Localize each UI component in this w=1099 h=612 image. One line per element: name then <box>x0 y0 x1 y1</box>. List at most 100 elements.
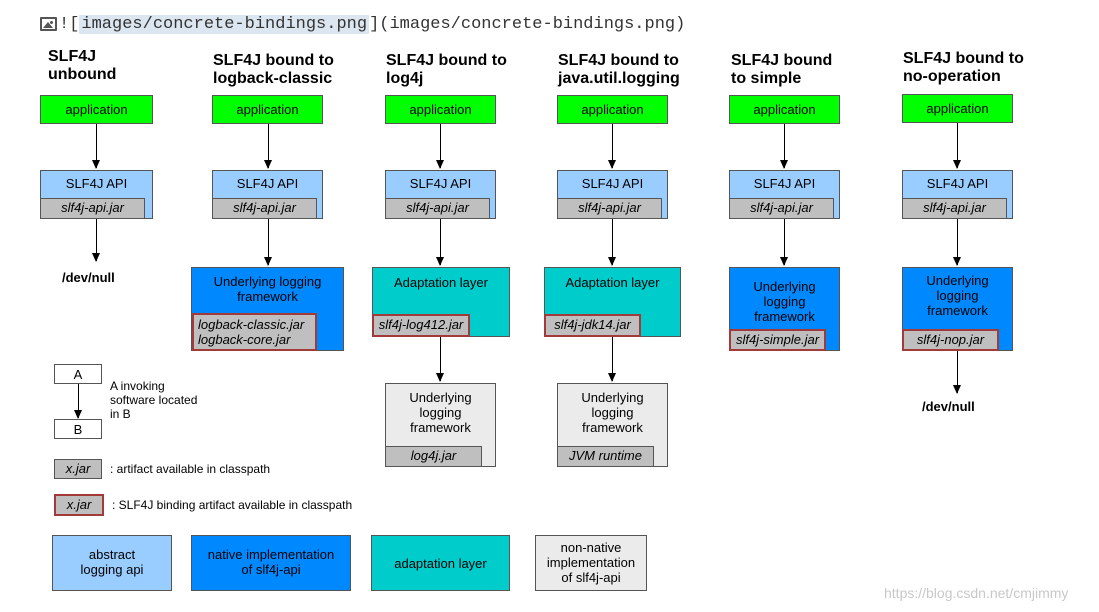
arrow <box>264 219 272 266</box>
framework-line: framework <box>582 420 643 435</box>
framework-line: Underlying <box>409 390 472 405</box>
framework-line: logging <box>763 294 806 309</box>
arrow <box>436 337 444 382</box>
legend-line: non-native <box>560 540 622 555</box>
title-line: SLF4J bound to <box>558 52 679 69</box>
title-line: SLF4J bound <box>731 52 833 69</box>
legend-binding-jar: x.jar <box>54 494 104 516</box>
title-line: logback-classic <box>213 70 333 87</box>
legend-line: of slf4j-api <box>241 562 301 577</box>
arrow <box>608 337 616 382</box>
api-jar: slf4j-api.jar <box>729 198 834 219</box>
markdown-alt-text[interactable]: images/concrete-bindings.png <box>79 14 370 34</box>
framework-line: Underlying <box>926 273 989 288</box>
api-jar: slf4j-api.jar <box>40 198 145 219</box>
jar-line: logback-classic.jar <box>198 317 305 332</box>
arrow <box>264 124 272 169</box>
image-icon <box>40 17 57 31</box>
legend-native-impl: native implementation of slf4j-api <box>191 535 351 591</box>
legend-binding-text: : SLF4J binding artifact available in cl… <box>112 498 353 512</box>
arrow <box>608 124 616 169</box>
legend-line: abstract <box>88 547 136 562</box>
legend-adaptation-layer: adaptation layer <box>371 535 510 591</box>
api-label: SLF4J API <box>409 176 472 191</box>
framework-line: logging <box>936 288 979 303</box>
title-line: SLF4J bound to <box>903 50 1024 67</box>
api-jar: slf4j-api.jar <box>212 198 317 219</box>
api-jar: slf4j-api.jar <box>557 198 662 219</box>
arrow <box>953 351 961 394</box>
framework-line: Underlying <box>581 390 644 405</box>
binding-jar: slf4j-jdk14.jar <box>544 314 641 337</box>
legend-jar: x.jar <box>54 459 102 479</box>
api-label: SLF4J API <box>926 176 989 191</box>
framework-line: logging <box>591 405 634 420</box>
api-jar: slf4j-api.jar <box>902 198 1007 219</box>
legend-non-native-impl: non-native implementation of slf4j-api <box>535 535 647 591</box>
api-label: SLF4J API <box>581 176 644 191</box>
legend-artifact-text: : artifact available in classpath <box>110 462 271 476</box>
api-label: SLF4J API <box>236 176 299 191</box>
legend-line: software located <box>110 393 198 407</box>
arrow <box>436 124 444 169</box>
adaptation-label: Adaptation layer <box>394 275 488 290</box>
framework-line: logging <box>419 405 462 420</box>
markdown-prefix: ![ <box>59 14 80 34</box>
arrow <box>436 219 444 266</box>
legend-line: native implementation <box>207 547 335 562</box>
arrow <box>780 124 788 169</box>
arrow <box>953 123 961 169</box>
arrow <box>953 219 961 266</box>
markdown-suffix: ](images/concrete-bindings.png) <box>369 14 686 34</box>
application-box: application <box>729 95 840 124</box>
watermark: https://blog.csdn.net/cmjimmy <box>884 585 1069 601</box>
legend-line: implementation <box>546 555 636 570</box>
column-title-log4j: SLF4J bound to log4j <box>386 52 507 88</box>
framework-jar: JVM runtime <box>557 446 654 467</box>
title-line: SLF4J bound to <box>213 52 334 69</box>
arrow <box>92 219 100 262</box>
framework-line: framework <box>410 420 471 435</box>
arrow <box>608 219 616 266</box>
legend-line: A invoking <box>110 379 165 393</box>
column-title-nop: SLF4J bound to no-operation <box>903 50 1024 86</box>
application-box: application <box>902 94 1013 123</box>
framework-label: Underlying logging framework <box>213 274 322 304</box>
jar-line: logback-core.jar <box>198 332 291 347</box>
application-box: application <box>557 95 668 124</box>
legend-line: of slf4j-api <box>561 570 621 585</box>
framework-line: framework <box>754 309 815 324</box>
legend-box-b: B <box>54 419 102 439</box>
application-box: application <box>40 95 153 124</box>
title-line: no-operation <box>903 68 1001 85</box>
column-title-logback: SLF4J bound to logback-classic <box>213 52 334 88</box>
markdown-image-line: ![ images/concrete-bindings.png ](images… <box>40 12 685 36</box>
application-box: application <box>212 95 323 124</box>
title-line: SLF4J <box>48 48 97 65</box>
framework-line: Underlying <box>753 279 816 294</box>
legend-box-a: A <box>54 364 102 384</box>
binding-jar: slf4j-simple.jar <box>729 329 826 351</box>
dev-null-label: /dev/null <box>922 399 975 414</box>
arrow <box>92 124 100 169</box>
arrow <box>780 219 788 266</box>
application-box: application <box>385 95 496 124</box>
column-title-unbound: SLF4J unbound <box>48 48 116 84</box>
legend-invoking-text: A invoking software located in B <box>110 379 197 421</box>
title-line: java.util.logging <box>558 70 680 87</box>
legend-arrow <box>74 384 82 419</box>
title-line: log4j <box>386 70 424 87</box>
title-line: SLF4J bound to <box>386 52 507 69</box>
title-line: unbound <box>48 66 117 83</box>
binding-jar: logback-classic.jar logback-core.jar <box>192 313 317 351</box>
legend-abstract-api: abstract logging api <box>52 535 172 591</box>
legend-line: in B <box>110 407 131 421</box>
title-line: to simple <box>731 70 802 87</box>
api-jar: slf4j-api.jar <box>385 198 490 219</box>
binding-jar: slf4j-nop.jar <box>902 329 999 351</box>
api-label: SLF4J API <box>65 176 128 191</box>
api-label: SLF4J API <box>753 176 816 191</box>
column-title-jul: SLF4J bound to java.util.logging <box>558 52 680 88</box>
framework-line: framework <box>927 303 988 318</box>
framework-jar: log4j.jar <box>385 446 482 467</box>
